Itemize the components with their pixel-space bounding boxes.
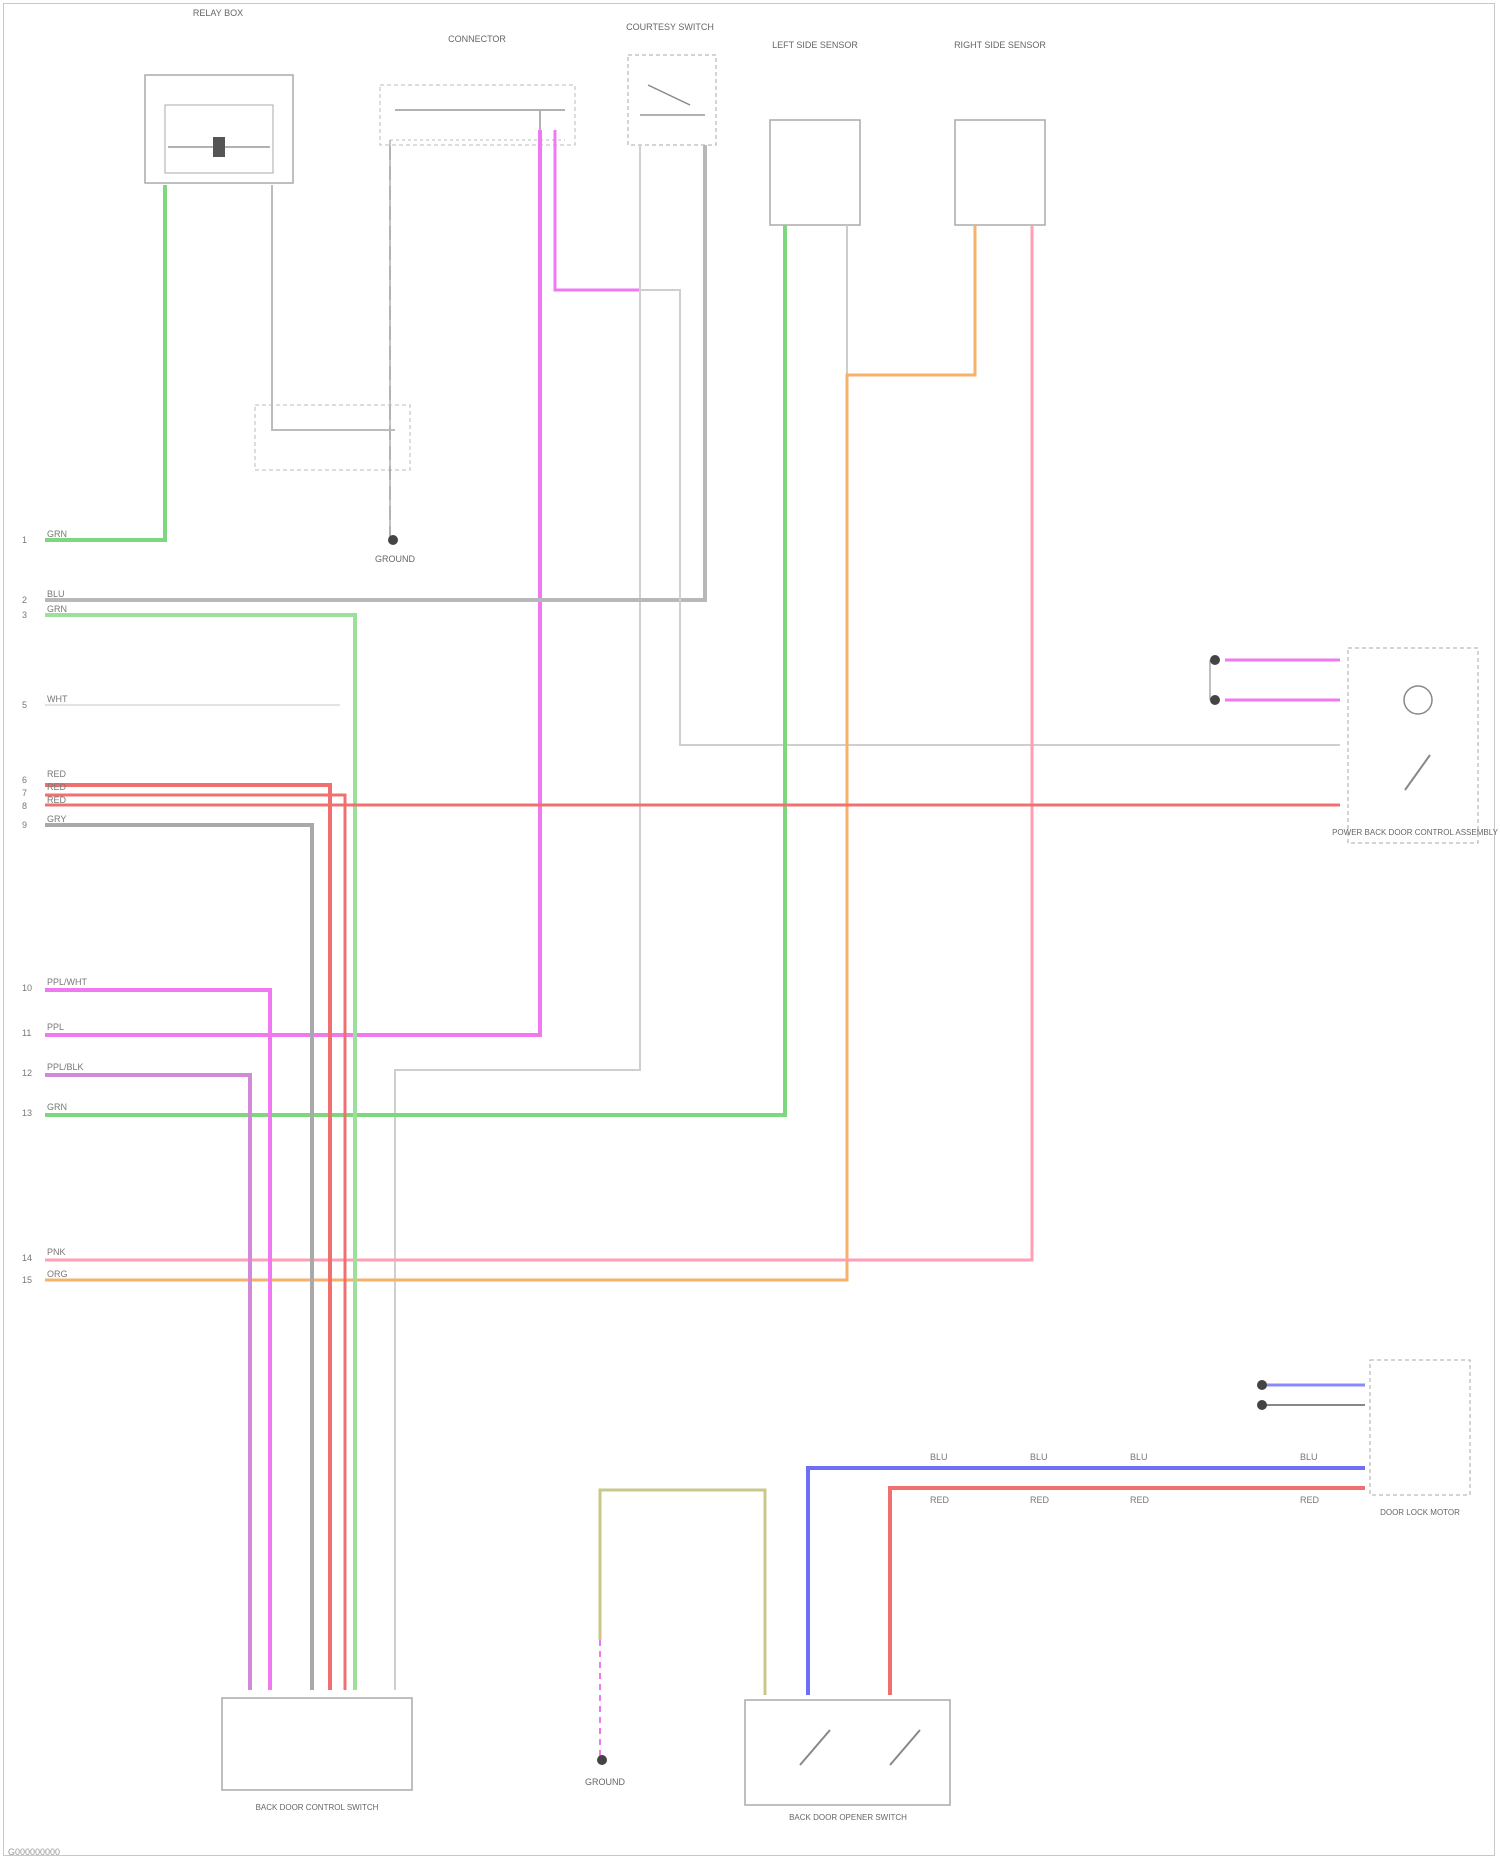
- back-door-control-switch: BACK DOOR CONTROL SWITCH: [222, 1698, 412, 1812]
- pin-number: 9: [22, 820, 27, 830]
- top-connector-label: CONNECTOR: [448, 34, 506, 44]
- junction-icon: [1210, 655, 1220, 665]
- left-sensor-label: LEFT SIDE SENSOR: [772, 40, 858, 50]
- left-side-sensor: LEFT SIDE SENSOR: [770, 40, 860, 225]
- bus-wire-label: RED: [1030, 1495, 1050, 1505]
- wire-color-label: ORG: [47, 1269, 68, 1279]
- wire-color-label: PPL/BLK: [47, 1062, 84, 1072]
- bus-wire-label: RED: [930, 1495, 950, 1505]
- relay-box-label: RELAY BOX: [193, 8, 243, 18]
- wire-color-label: GRN: [47, 604, 67, 614]
- opener-switch-label: BACK DOOR OPENER SWITCH: [789, 1813, 907, 1822]
- footer-code: G000000000: [8, 1847, 60, 1857]
- power-unit-label: POWER BACK DOOR CONTROL ASSEMBLY: [1332, 828, 1498, 837]
- wire-color-label: GRN: [47, 1102, 67, 1112]
- door-lock-motor: DOOR LOCK MOTOR: [1370, 1360, 1470, 1517]
- pin-number: 6: [22, 775, 27, 785]
- bus-wire-label: BLU: [1300, 1452, 1318, 1462]
- wire-color-label: RED: [47, 769, 67, 779]
- ground-1-label: GROUND: [375, 554, 415, 564]
- wire-color-label: GRN: [47, 529, 67, 539]
- junction-icon: [1210, 695, 1220, 705]
- pin-number: 2: [22, 595, 27, 605]
- pin-number: 12: [22, 1068, 32, 1078]
- bus-wire-label: RED: [1130, 1495, 1150, 1505]
- wire-color-label: BLU: [47, 589, 65, 599]
- pin-number: 5: [22, 700, 27, 710]
- bus-wire-label: BLU: [1130, 1452, 1148, 1462]
- pin-number: 7: [22, 788, 27, 798]
- power-back-door-unit: POWER BACK DOOR CONTROL ASSEMBLY: [1332, 648, 1498, 843]
- pin-number: 13: [22, 1108, 32, 1118]
- back-door-opener-switch: BACK DOOR OPENER SWITCH: [745, 1700, 950, 1822]
- ground-2-icon: [597, 1755, 607, 1765]
- wire-color-label: WHT: [47, 694, 68, 704]
- wire-color-label: PPL/WHT: [47, 977, 88, 987]
- bus-wire-label: BLU: [1030, 1452, 1048, 1462]
- wire-color-label: PNK: [47, 1247, 66, 1257]
- relay-box: RELAY BOX: [145, 8, 293, 183]
- pin-number: 15: [22, 1275, 32, 1285]
- bottom-bus-labels: BLU RED BLU RED BLU RED BLU RED: [930, 1452, 1320, 1505]
- ground-1-icon: [388, 535, 398, 545]
- junction-icon: [1257, 1380, 1267, 1390]
- pin-number: 8: [22, 801, 27, 811]
- bus-wire-label: RED: [1300, 1495, 1320, 1505]
- courtesy-switch: COURTESY SWITCH: [626, 22, 716, 145]
- right-sensor-label: RIGHT SIDE SENSOR: [954, 40, 1046, 50]
- wire-color-label: RED: [47, 795, 67, 805]
- junction-icon: [1257, 1400, 1267, 1410]
- pin-number: 14: [22, 1253, 32, 1263]
- pin-number: 1: [22, 535, 27, 545]
- wire-color-label: RED: [47, 782, 67, 792]
- bus-wire-label: BLU: [930, 1452, 948, 1462]
- pin-number: 11: [22, 1028, 31, 1038]
- right-side-sensor: RIGHT SIDE SENSOR: [954, 40, 1046, 225]
- left-connector-labels: GRN1BLU2GRN3WHT5RED6RED7RED8GRY9PPL/WHT1…: [22, 529, 88, 1285]
- pin-number: 10: [22, 983, 32, 993]
- lock-motor-label: DOOR LOCK MOTOR: [1380, 1508, 1460, 1517]
- wire-color-label: GRY: [47, 814, 66, 824]
- back-door-ctrl-label: BACK DOOR CONTROL SWITCH: [256, 1803, 379, 1812]
- ground-2-label: GROUND: [585, 1777, 625, 1787]
- top-connector-block: CONNECTOR: [380, 34, 575, 145]
- pin-number: 3: [22, 610, 27, 620]
- wire-color-label: PPL: [47, 1022, 64, 1032]
- courtesy-switch-label: COURTESY SWITCH: [626, 22, 714, 32]
